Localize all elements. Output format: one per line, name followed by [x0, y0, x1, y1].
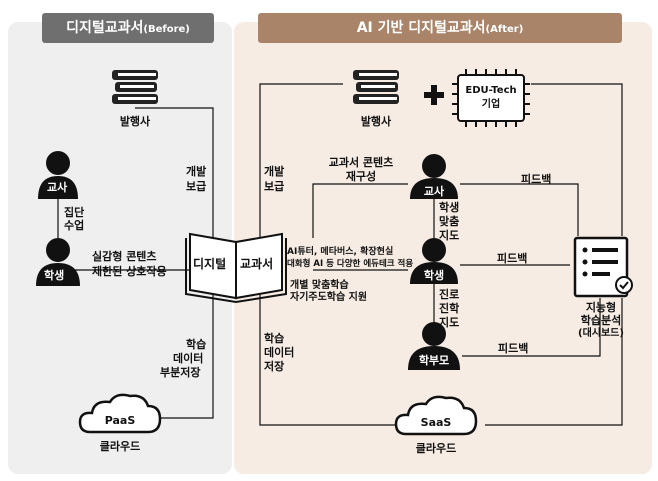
ai-features-2: 대화형 AI 등 다양한 에듀테크 적용 — [287, 259, 414, 269]
edutech-label-2: 기업 — [481, 99, 501, 110]
after-tag: (After) — [485, 24, 524, 35]
before-student-icon — [36, 238, 80, 286]
after-header: AI 기반 디지털교과서(After) — [258, 13, 622, 43]
before-publisher-books-icon — [112, 70, 158, 104]
feedback-parent-label: 피드백 — [498, 342, 529, 355]
analysis-label-1: 지능형 — [585, 301, 617, 314]
personalized-1: 개별 맞춤학습 — [290, 280, 349, 291]
saas-badge: SaaS — [420, 416, 452, 429]
after-data-2: 데이터 — [264, 346, 295, 359]
after-dev-supply-2: 보급 — [264, 180, 285, 193]
after-dev-supply-1: 개발 — [264, 165, 285, 178]
after-right-top-line — [531, 83, 623, 236]
edutech-label-1: EDU-Tech — [465, 85, 517, 96]
before-dev-supply-1: 개발 — [186, 165, 207, 178]
after-student-icon — [410, 238, 458, 284]
before-cloud-caption: 클라우드 — [99, 440, 141, 453]
content-restructure-2: 재구성 — [345, 170, 377, 183]
after-cloud-caption: 클라우드 — [415, 442, 457, 455]
before-header: 디지털교과서(Before) — [42, 13, 214, 43]
teacher-feedback-line — [460, 183, 579, 236]
before-group-class-1: 집단 — [64, 206, 85, 219]
before-dev-supply-2: 보급 — [186, 180, 207, 193]
before-group-class-2: 수업 — [64, 219, 85, 232]
feedback-teacher-label: 피드백 — [521, 173, 552, 186]
before-publisher-label: 발행사 — [119, 115, 151, 128]
before-interaction-2: 제한된 상호작용 — [92, 265, 167, 278]
before-interaction-1: 실감형 콘텐츠 — [92, 250, 157, 263]
before-title: 디지털교과서 — [66, 20, 144, 36]
before-student-label: 학생 — [44, 269, 65, 282]
book-label-right: 교과서 — [240, 257, 274, 271]
book-teacher-line — [312, 183, 408, 238]
before-teacher-icon — [38, 151, 78, 199]
before-data-2: 데이터 — [173, 352, 204, 365]
analysis-label-3: (대시보드) — [578, 328, 624, 339]
before-data-1: 학습 — [186, 338, 207, 351]
after-data-3: 저장 — [264, 360, 285, 373]
after-right-bottom-line — [485, 298, 623, 426]
book-label-left: 디지털 — [193, 257, 227, 271]
career-guidance-1: 진로 — [439, 288, 460, 301]
after-title: AI 기반 디지털교과서 — [356, 20, 486, 36]
before-teacher-label: 교사 — [47, 181, 68, 194]
paas-cloud-icon — [78, 393, 162, 434]
after-student-label: 학생 — [423, 269, 445, 282]
after-publisher-books-icon — [353, 70, 399, 104]
content-restructure-1: 교과서 콘텐츠 — [328, 156, 394, 169]
ai-features-1: AI튜터, 메타버스, 확장현실 — [287, 247, 394, 257]
personalized-2: 자기주도학습 지원 — [290, 292, 368, 303]
analysis-dashboard-icon — [573, 236, 633, 298]
analysis-label-2: 학습분석 — [580, 314, 622, 327]
before-tag: (Before) — [143, 24, 190, 35]
after-data-1: 학습 — [264, 332, 285, 345]
before-data-3: 부분저장 — [160, 366, 201, 379]
after-parent-label: 학부모 — [418, 354, 450, 367]
custom-guidance-3: 지도 — [439, 229, 460, 242]
edutech-chip-icon — [452, 69, 530, 127]
saas-cloud-icon — [394, 395, 478, 436]
plus-icon — [424, 85, 444, 105]
career-guidance-3: 지도 — [439, 316, 460, 329]
custom-guidance-2: 맞춤 — [439, 215, 460, 228]
parent-feedback-line — [462, 298, 601, 357]
custom-guidance-1: 학생 — [439, 201, 460, 214]
after-teacher-icon — [410, 154, 458, 199]
feedback-student-label: 피드백 — [497, 252, 528, 265]
career-guidance-2: 진학 — [439, 302, 460, 315]
after-parent-icon — [408, 322, 460, 370]
paas-badge: PaaS — [104, 414, 136, 427]
after-teacher-label: 교사 — [423, 185, 445, 198]
after-publisher-label: 발행사 — [360, 115, 392, 128]
digital-textbook-book-icon — [185, 232, 287, 304]
